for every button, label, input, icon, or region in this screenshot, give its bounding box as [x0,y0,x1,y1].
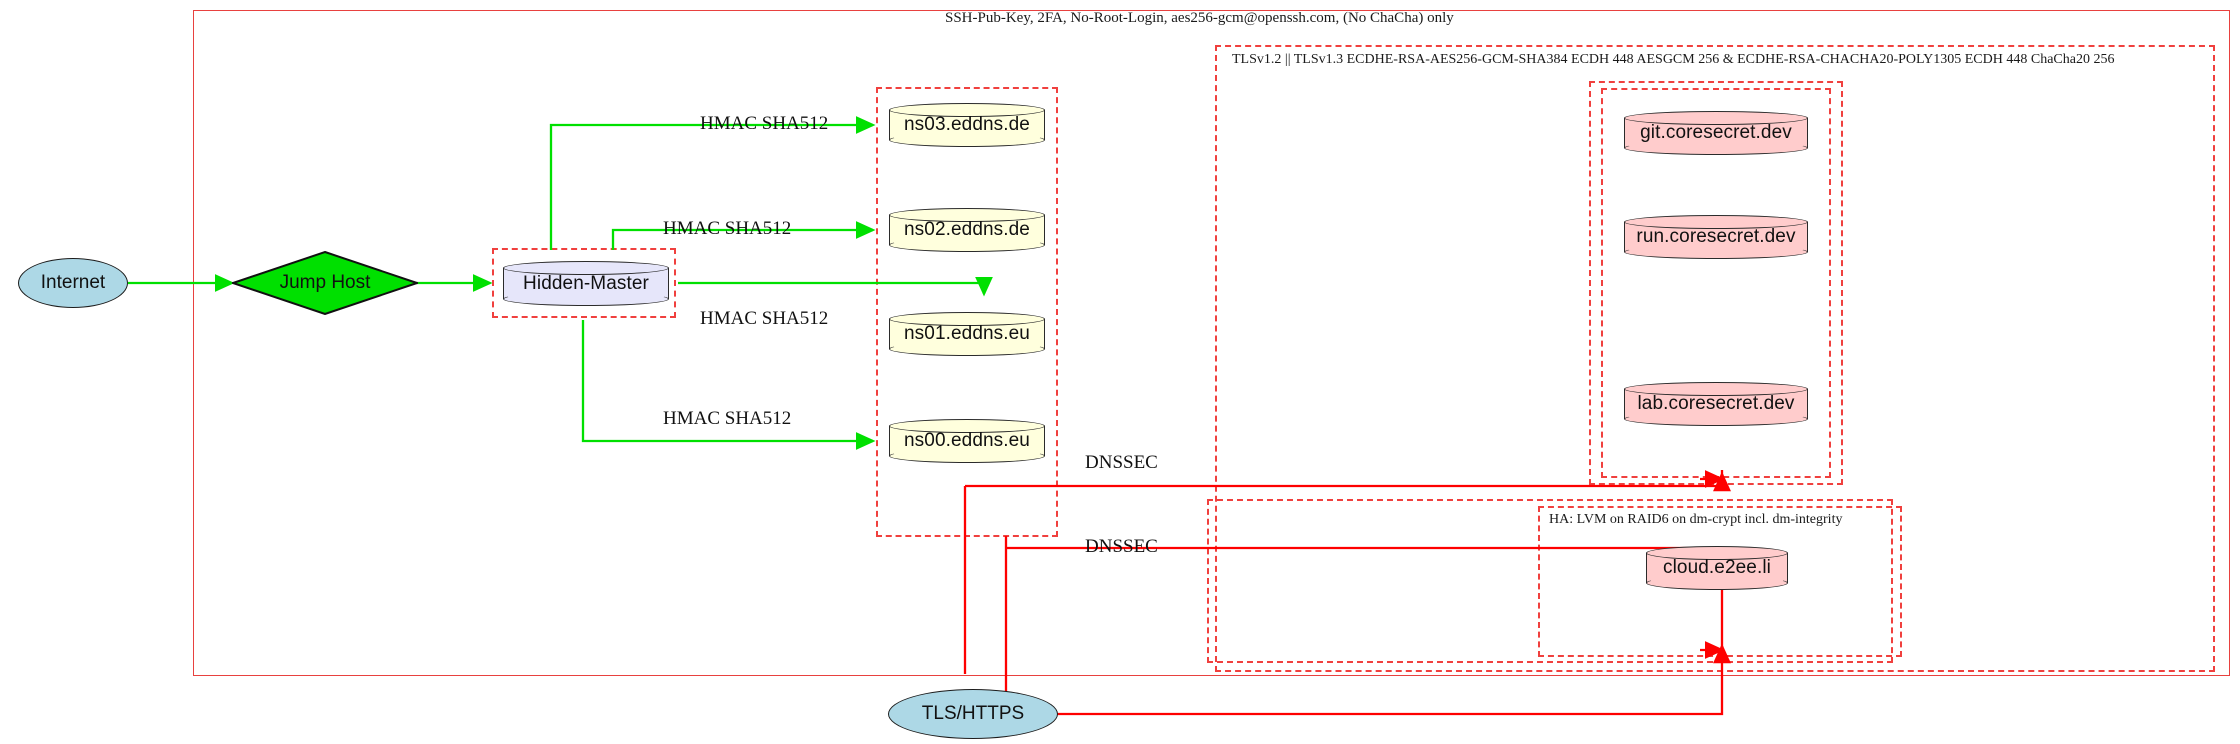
node-ns00-label: ns00.eddns.eu [904,430,1030,451]
diamond-shape [232,251,418,315]
node-hidden-master[interactable]: Hidden-Master [503,261,669,306]
cylinder-bottom [1624,141,1808,155]
cylinder-bottom [503,292,669,306]
edge-label-hmac-ns02: HMAC SHA512 [663,218,792,239]
node-jump-host-label: Jump Host [279,272,371,293]
cluster-ssh-boundary-label: SSH-Pub-Key, 2FA, No-Root-Login, aes256-… [945,10,1454,26]
cylinder-top [889,208,1045,222]
cluster-ha-boundary-label: HA: LVM on RAID6 on dm-crypt incl. dm-in… [1549,512,1843,527]
cylinder-bottom [1624,245,1808,259]
cylinder-top [1624,215,1808,229]
node-internet-label: Internet [40,272,106,293]
cluster-cloud-outer-boundary [1207,499,1893,663]
cylinder-top [889,103,1045,117]
cylinder-top [889,419,1045,433]
cylinder-bottom [1646,576,1788,590]
node-ns03[interactable]: ns03.eddns.de [889,103,1045,147]
node-cloud-e2ee-label: cloud.e2ee.li [1663,557,1771,578]
cluster-dns-boundary [876,87,1058,537]
cylinder-bottom [1624,412,1808,426]
cylinder-bottom [889,342,1045,356]
edge-label-hmac-ns01: HMAC SHA512 [700,308,829,329]
cylinder-top [503,261,669,275]
node-run-coresecret[interactable]: run.coresecret.dev [1624,215,1808,259]
edge-label-hmac-ns00: HMAC SHA512 [663,408,792,429]
node-ns02[interactable]: ns02.eddns.de [889,208,1045,252]
node-jump-host[interactable]: Jump Host [232,251,418,315]
cylinder-top [1646,546,1788,560]
node-ns02-label: ns02.eddns.de [904,219,1030,240]
node-ns01[interactable]: ns01.eddns.eu [889,312,1045,356]
cluster-tls-boundary-label: TLSv1.2 || TLSv1.3 ECDHE-RSA-AES256-GCM-… [1232,52,2115,67]
cylinder-top [1624,382,1808,396]
node-hidden-master-label: Hidden-Master [523,272,649,294]
node-lab-coresecret-label: lab.coresecret.dev [1637,393,1795,414]
node-lab-coresecret[interactable]: lab.coresecret.dev [1624,382,1808,426]
node-ns01-label: ns01.eddns.eu [904,323,1030,344]
node-tls-https-label: TLS/HTTPS [921,703,1025,724]
cylinder-top [1624,111,1808,125]
cylinder-top [889,312,1045,326]
cylinder-bottom [889,449,1045,463]
cylinder-bottom [889,133,1045,147]
edge-label-dnssec-lower: DNSSEC [1085,536,1158,557]
node-git-coresecret[interactable]: git.coresecret.dev [1624,111,1808,155]
edge-label-hmac-ns03: HMAC SHA512 [700,113,829,134]
node-internet[interactable]: Internet [18,258,128,308]
edge-label-dnssec-upper: DNSSEC [1085,452,1158,473]
node-tls-https[interactable]: TLS/HTTPS [888,689,1058,739]
node-cloud-e2ee[interactable]: cloud.e2ee.li [1646,546,1788,590]
cylinder-bottom [889,238,1045,252]
node-ns03-label: ns03.eddns.de [904,114,1030,135]
node-git-coresecret-label: git.coresecret.dev [1640,122,1792,143]
node-ns00[interactable]: ns00.eddns.eu [889,419,1045,463]
node-run-coresecret-label: run.coresecret.dev [1636,226,1796,247]
